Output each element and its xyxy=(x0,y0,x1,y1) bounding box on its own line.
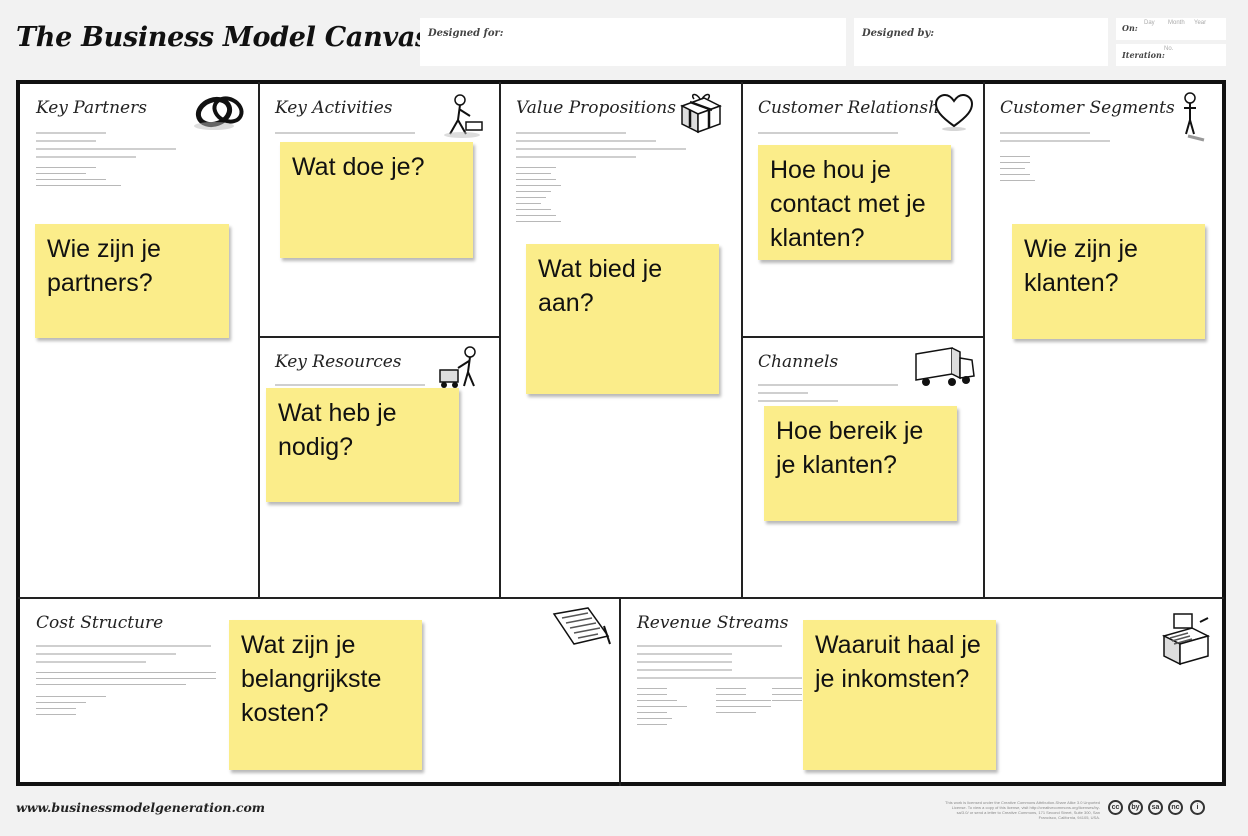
designed-by-field[interactable] xyxy=(854,18,1108,66)
day-label: Day xyxy=(1144,20,1155,26)
divider xyxy=(741,336,984,338)
footer-url-link[interactable]: www.businessmodelgeneration.com xyxy=(16,800,266,815)
sa-icon: sa xyxy=(1148,800,1163,815)
no-label: No. xyxy=(1164,46,1174,52)
divider xyxy=(983,82,985,598)
sticky-segments: Wie zijn je klanten? xyxy=(1012,224,1205,339)
divider xyxy=(499,82,501,598)
sticky-relationships: Hoe hou je contact met je klanten? xyxy=(758,145,951,260)
customer-relationships-title: Customer Relationships xyxy=(758,98,965,118)
sticky-channels: Hoe bereik je je klanten? xyxy=(764,406,957,521)
year-label: Year xyxy=(1194,20,1207,26)
key-partners-title: Key Partners xyxy=(36,98,147,118)
cc-icon: cc xyxy=(1108,800,1123,815)
revenue-streams-title: Revenue Streams xyxy=(637,613,789,633)
cost-structure-title: Cost Structure xyxy=(36,613,164,633)
on-label: On: xyxy=(1122,23,1138,33)
sticky-revenue: Waaruit haal je je inkomsten? xyxy=(803,620,996,770)
divider xyxy=(258,336,501,338)
divider xyxy=(741,82,743,598)
key-activities-title: Key Activities xyxy=(275,98,393,118)
worker-icon xyxy=(444,94,483,138)
sticky-cost: Wat zijn je belangrijkste kosten? xyxy=(229,620,422,770)
designed-for-label: Designed for: xyxy=(428,28,504,39)
iteration-field[interactable] xyxy=(1116,44,1226,66)
channels-title: Channels xyxy=(758,352,839,372)
license-text: This work is licensed under the Creative… xyxy=(945,800,1100,820)
value-propositions-title: Value Propositions xyxy=(516,98,676,118)
designed-by-label: Designed by: xyxy=(862,28,935,39)
month-label: Month xyxy=(1168,20,1185,26)
gift-icon xyxy=(680,93,722,134)
receipt-icon xyxy=(552,607,611,645)
designed-for-field[interactable] xyxy=(420,18,846,66)
by-icon: by xyxy=(1128,800,1143,815)
info-icon: i xyxy=(1190,800,1205,815)
nc-icon: nc xyxy=(1168,800,1183,815)
truck-icon xyxy=(915,347,975,386)
worker-cart-icon xyxy=(439,346,476,388)
divider xyxy=(619,597,621,786)
sticky-resources: Wat heb je nodig? xyxy=(266,388,459,502)
cash-register-icon xyxy=(1161,613,1211,666)
date-field[interactable] xyxy=(1116,18,1226,40)
rings-icon xyxy=(194,96,244,130)
sticky-partners: Wie zijn je partners? xyxy=(35,224,229,338)
canvas-frame xyxy=(16,80,1226,786)
person-icon xyxy=(1184,92,1205,142)
divider xyxy=(258,82,260,598)
customer-segments-title: Customer Segments xyxy=(1000,98,1175,118)
key-resources-title: Key Resources xyxy=(275,352,402,372)
sticky-value: Wat bied je aan? xyxy=(526,244,719,394)
iteration-label: Iteration: xyxy=(1122,50,1165,60)
canvas-title: The Business Model Canvas xyxy=(16,22,430,53)
heart-icon xyxy=(934,93,974,131)
divider xyxy=(18,597,1224,599)
sticky-activities: Wat doe je? xyxy=(280,142,473,258)
